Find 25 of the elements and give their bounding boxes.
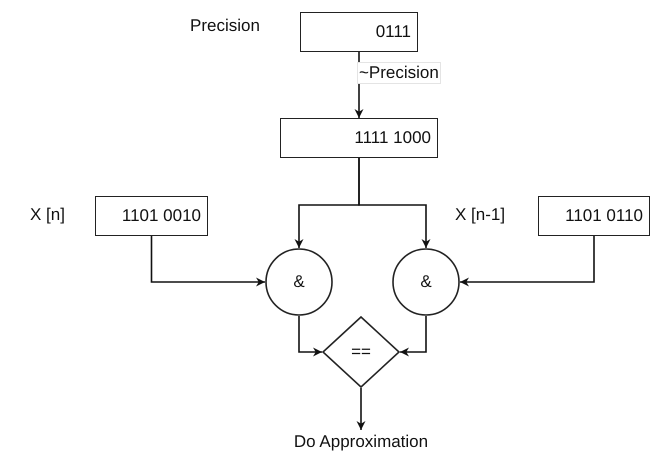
operator-symbol: & (293, 272, 305, 292)
register-label: X [n] (30, 205, 65, 225)
value-box (538, 196, 650, 236)
and-gate-circle (265, 248, 333, 316)
decision-diamond (322, 316, 400, 388)
register-label: Precision (190, 16, 260, 36)
operator-symbol: == (351, 342, 371, 362)
arrow (460, 236, 595, 286)
binary-value: 1111 1000 (354, 128, 431, 148)
arrow (400, 316, 427, 356)
arrow (150, 236, 265, 286)
binary-value: 0111 (376, 22, 411, 42)
value-box (280, 118, 438, 158)
value-box (95, 196, 208, 236)
register-label: X [n-1] (455, 205, 506, 225)
operator-symbol: & (420, 272, 432, 292)
binary-value: 1101 0010 (122, 206, 201, 226)
arrow (358, 158, 430, 248)
binary-value: 1101 0110 (565, 206, 643, 226)
output-label: Do Approximation (294, 432, 428, 452)
value-box (300, 12, 418, 52)
arrow (356, 388, 366, 430)
and-gate-circle (392, 248, 460, 316)
arrow (298, 316, 322, 356)
edge-label: ~Precision (357, 62, 441, 84)
